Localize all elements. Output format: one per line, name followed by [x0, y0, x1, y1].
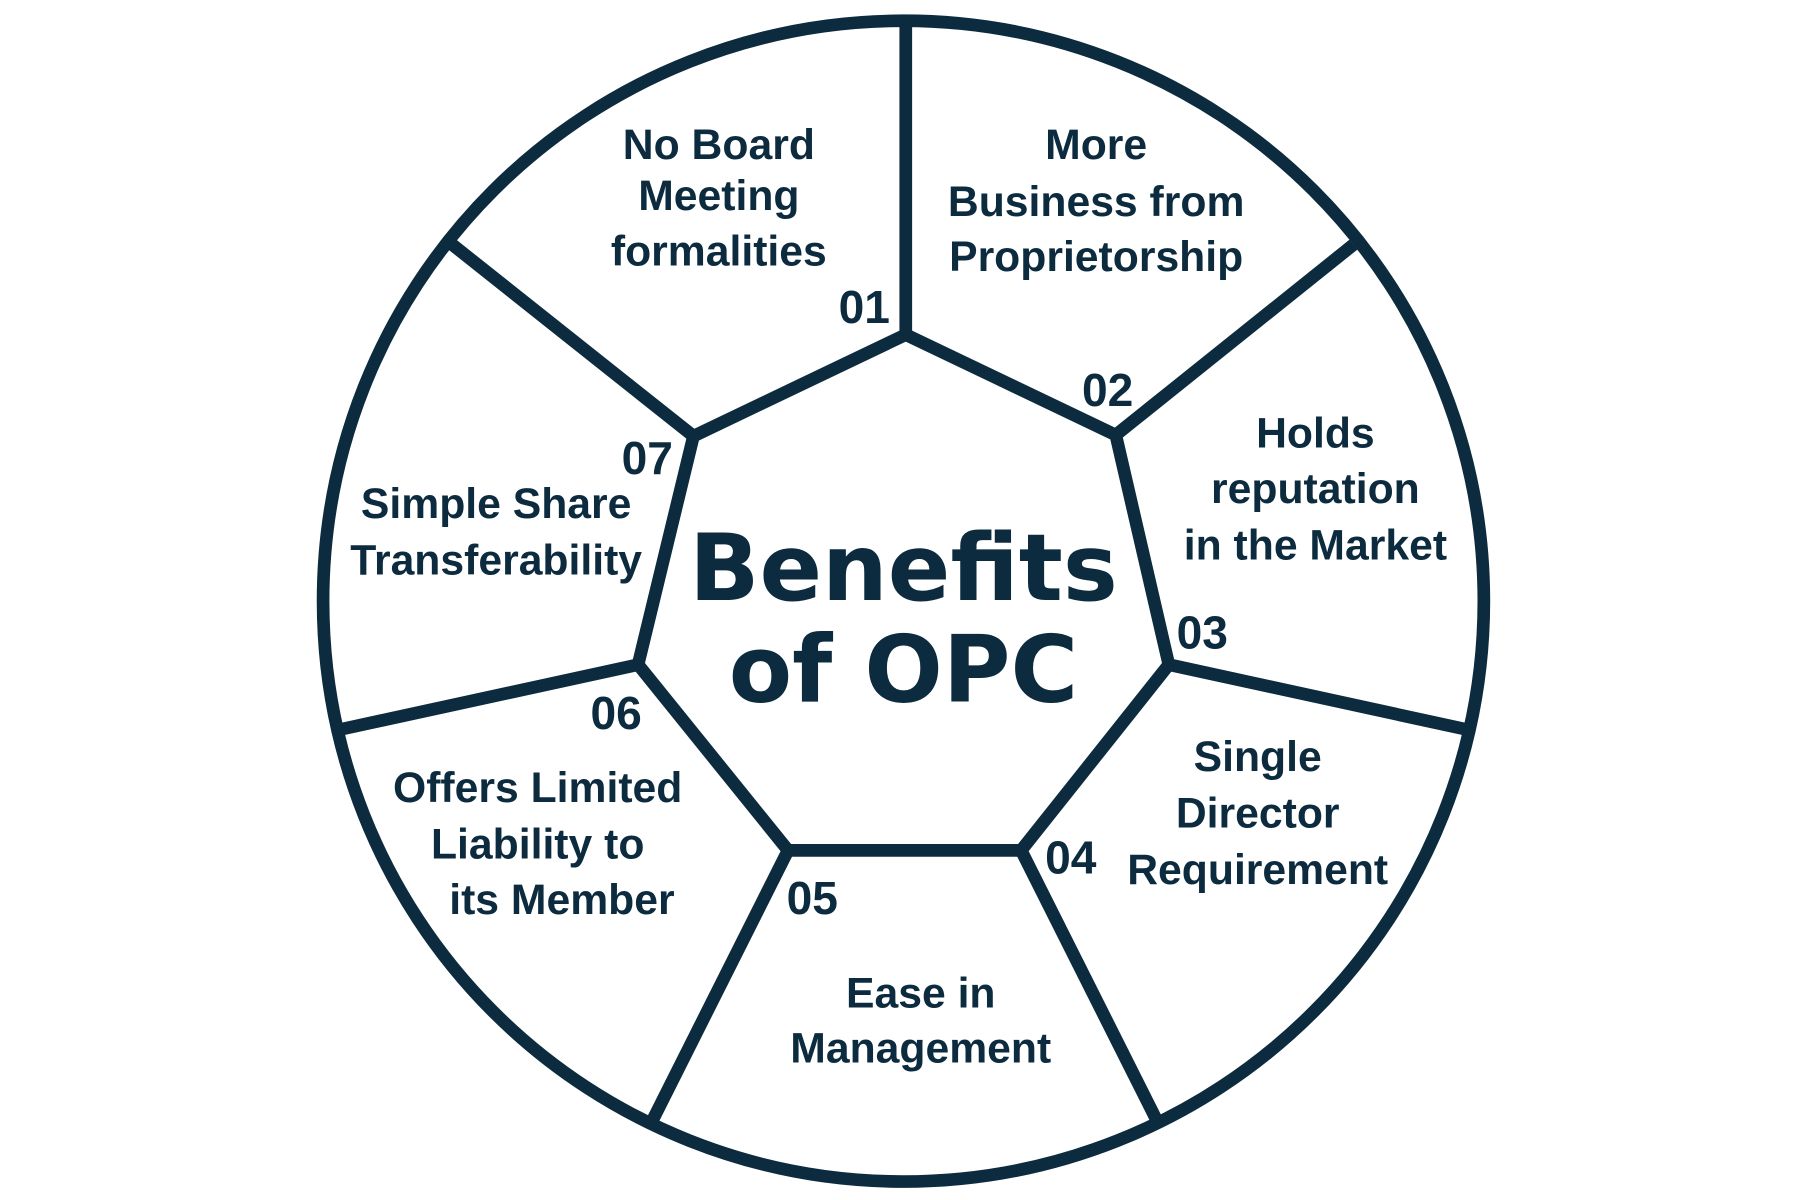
- segment-label-line: Transferability: [350, 537, 642, 585]
- segment-04: Single Director Requirement 04: [1045, 733, 1388, 894]
- segment-label-line: Ease in: [846, 969, 996, 1017]
- segment-07: Simple Share Transferability 07: [350, 432, 673, 584]
- segment-06: Offers Limited Liability to its Member 0…: [393, 687, 682, 924]
- segment-label-line: No Board: [623, 121, 815, 169]
- segment-label-line: Simple Share: [361, 480, 631, 528]
- segment-label-line: formalities: [611, 227, 827, 275]
- segment-02: More Business from Proprietorship 02: [948, 121, 1245, 416]
- center-heptagon: [631, 327, 1176, 857]
- segment-label-line: Liability to: [431, 820, 644, 868]
- title-line-2: of OPC: [729, 616, 1079, 724]
- spoke-lines: [340, 25, 1467, 1123]
- segment-label-line: Director: [1176, 789, 1340, 837]
- segment-number: 04: [1045, 831, 1097, 883]
- segment-label-line: Holds: [1256, 410, 1375, 458]
- segment-01: No Board Meeting formalities 01: [611, 121, 890, 333]
- segment-label-line: Single: [1194, 733, 1322, 781]
- segment-number: 03: [1177, 606, 1228, 658]
- segment-number: 05: [787, 872, 838, 924]
- segment-number: 01: [839, 281, 890, 333]
- segment-label-line: in the Market: [1184, 522, 1447, 570]
- segment-number: 06: [590, 687, 641, 739]
- segment-label-line: More: [1045, 121, 1147, 169]
- segment-number: 07: [622, 432, 673, 484]
- segment-05: Ease in Management 05: [787, 872, 1052, 1073]
- segment-03: Holds reputation in the Market 03: [1177, 410, 1447, 659]
- segment-number: 02: [1082, 364, 1133, 416]
- segment-label-line: Business from: [948, 178, 1245, 226]
- segment-label-line: reputation: [1211, 465, 1420, 513]
- segment-label-line: Meeting: [638, 172, 799, 220]
- segment-label-line: Requirement: [1127, 846, 1388, 894]
- center-title: Benefits of OPC: [689, 514, 1118, 724]
- segment-label-line: Management: [790, 1025, 1051, 1073]
- segment-label-line: its Member: [449, 876, 674, 924]
- segment-label-line: Proprietorship: [949, 233, 1243, 281]
- segment-label-line: Offers Limited: [393, 764, 682, 812]
- title-line-1: Benefits: [689, 514, 1118, 622]
- outer-circle: [316, 14, 1491, 1188]
